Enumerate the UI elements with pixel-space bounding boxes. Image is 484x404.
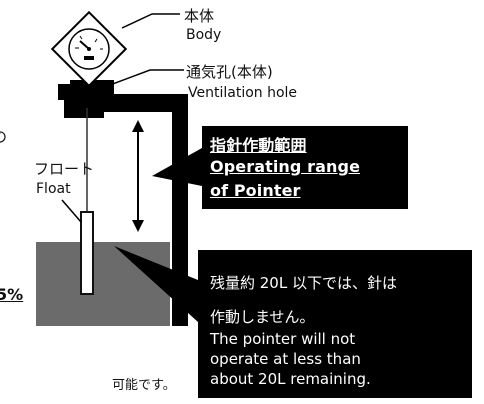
vent-leader [101, 69, 184, 89]
float-label-en: Float [36, 181, 71, 197]
vent-label-jp: 通気孔(本体) [186, 63, 273, 81]
body-leader [121, 13, 180, 29]
remain-line-2: 作動しません。 [210, 308, 315, 326]
vent-label-en: Ventilation hole [188, 85, 298, 101]
float [80, 211, 94, 295]
body-label-jp: 本体 [184, 7, 215, 25]
range-arrow-head-down [132, 220, 144, 232]
range-title-en-1: Operating range [210, 157, 361, 176]
remain-line-3: The pointer will not [210, 330, 356, 348]
remain-callout-pointer [114, 246, 198, 322]
gauge-body [50, 10, 128, 88]
remain-line-4: operate at less than [210, 350, 361, 368]
clipped-text-bottom: 可能です。 [112, 378, 176, 393]
float-leader [61, 199, 82, 223]
liquid-level [36, 242, 170, 326]
operating-range-callout: 指針作動範囲 Operating range of Pointer [202, 126, 408, 209]
range-title-en-2: of Pointer [210, 181, 301, 200]
range-callout-pointer [152, 148, 202, 186]
remain-line-5: about 20L remaining. [210, 370, 371, 388]
clipped-percent: 5% [0, 285, 24, 304]
remaining-note-callout: 残量約 20L 以下では、針は 作動しません。 The pointer will… [198, 250, 472, 398]
range-title-jp: 指針作動範囲 [210, 136, 307, 155]
remain-line-1: 残量約 20L 以下では、針は [210, 274, 397, 292]
range-arrow-head-up [132, 120, 144, 132]
gauge-fitting [58, 80, 114, 118]
body-label-en: Body [186, 27, 222, 43]
clipped-text-left: の [0, 126, 7, 147]
float-label-jp: フロート [34, 160, 95, 178]
